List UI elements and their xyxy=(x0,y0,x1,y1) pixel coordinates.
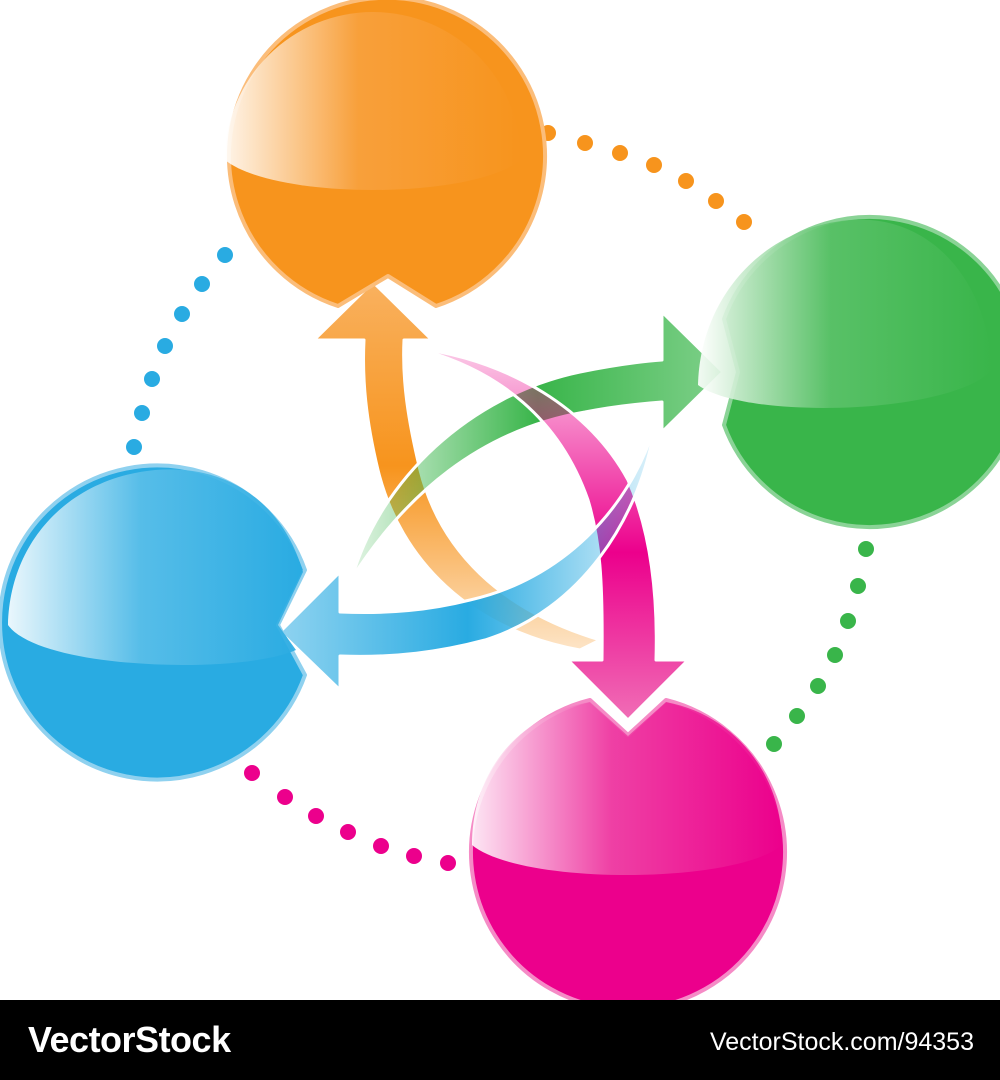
dotted-connector-green-pink xyxy=(766,541,874,752)
arrow-blue-to-green xyxy=(350,310,725,580)
pink-sphere xyxy=(469,698,787,1000)
image-reference[interactable]: VectorStock.com/94353 xyxy=(709,1028,974,1056)
blue-sphere xyxy=(0,463,307,782)
dotted-connector-pink-blue xyxy=(244,765,456,871)
orange-sphere xyxy=(225,0,547,308)
cycle-diagram xyxy=(0,0,1000,1000)
dotted-connector-orange-green xyxy=(540,125,752,230)
brand-logo[interactable]: VectorStock xyxy=(28,1019,231,1060)
footer-bar: VectorStock VectorStock.com/94353 xyxy=(0,1000,1000,1080)
green-sphere xyxy=(698,215,1000,529)
arrow-green-to-blue xyxy=(278,423,657,692)
arrow-orange-to-pink xyxy=(413,346,690,722)
dotted-connector-blue-orange xyxy=(126,247,233,455)
